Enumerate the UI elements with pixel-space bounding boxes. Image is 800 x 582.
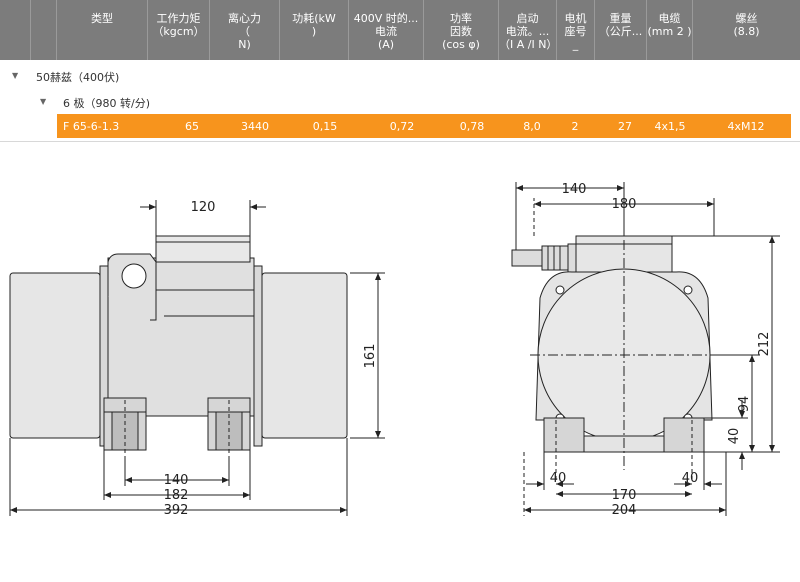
dim-120: 120 bbox=[191, 200, 216, 215]
table-row[interactable]: F 65-6-1.3 65 3440 0,15 0,72 0,78 8,0 2 … bbox=[57, 114, 791, 138]
col-weight[interactable]: 重量 （公斤... bbox=[595, 0, 647, 60]
cell-current: 0,72 bbox=[389, 120, 415, 133]
col-start-current[interactable]: 启动 电流。... （I A /I N） bbox=[499, 0, 557, 60]
dim-204: 204 bbox=[612, 503, 637, 518]
dim-170: 170 bbox=[612, 488, 637, 503]
col-current[interactable]: 400V 时的... 电流 (A) bbox=[349, 0, 424, 60]
cell-cable: 4x1,5 bbox=[654, 120, 686, 133]
col-cable[interactable]: 电缆 (mm 2 ) bbox=[647, 0, 693, 60]
group-row-poles[interactable]: ▼ 6 极（980 转/分) bbox=[0, 88, 800, 115]
group-label: 50赫兹（400伏) bbox=[36, 71, 120, 84]
collapse-triangle-icon[interactable]: ▼ bbox=[12, 71, 19, 80]
group-label: 6 极（980 转/分) bbox=[63, 97, 150, 110]
cell-force: 3440 bbox=[241, 120, 269, 133]
dim-212: 212 bbox=[757, 332, 772, 357]
dim-140-front: 140 bbox=[562, 182, 587, 197]
dim-161: 161 bbox=[363, 344, 378, 369]
col-force[interactable]: 离心力 （ N) bbox=[210, 0, 280, 60]
col-frame[interactable]: 电机 座号 _ bbox=[557, 0, 595, 60]
header-spacer bbox=[0, 0, 31, 60]
dim-140-side: 140 bbox=[164, 473, 189, 488]
table-header: 类型 工作力矩 （kgcm） 离心力 （ N) 功耗(kW ) 400V 时的.… bbox=[0, 0, 800, 60]
collapse-triangle-icon[interactable]: ▼ bbox=[40, 97, 47, 106]
cell-start: 8,0 bbox=[523, 120, 541, 133]
col-type[interactable]: 类型 bbox=[57, 0, 148, 60]
col-powerfactor[interactable]: 功率 因数 (cos φ) bbox=[424, 0, 499, 60]
dim-392: 392 bbox=[164, 503, 189, 518]
cell-pf: 0,78 bbox=[459, 120, 485, 133]
col-screw[interactable]: 螺丝 (8.8) bbox=[733, 12, 760, 38]
col-power[interactable]: 功耗(kW ) bbox=[280, 0, 349, 60]
cell-frame: 2 bbox=[571, 120, 579, 133]
cell-type: F 65-6-1.3 bbox=[63, 120, 120, 133]
front-view: 140 180 212 94 40 40 170 40 bbox=[511, 182, 780, 518]
dim-40-vertical: 40 bbox=[727, 428, 742, 445]
col-torque[interactable]: 工作力矩 （kgcm） bbox=[148, 0, 210, 60]
dim-40-left: 40 bbox=[550, 471, 567, 486]
dim-182: 182 bbox=[164, 488, 189, 503]
cell-weight: 27 bbox=[618, 120, 632, 133]
group-row-frequency[interactable]: ▼ 50赫兹（400伏) bbox=[0, 62, 800, 89]
cell-power: 0,15 bbox=[312, 120, 338, 133]
cell-torque: 65 bbox=[185, 120, 199, 133]
table-divider bbox=[0, 141, 800, 142]
dim-40-right: 40 bbox=[682, 471, 699, 486]
side-view: 120 161 140 182 392 bbox=[9, 200, 385, 518]
header-spacer bbox=[31, 0, 57, 60]
dim-180: 180 bbox=[612, 197, 637, 212]
cell-screw: 4xM12 bbox=[727, 120, 765, 133]
dim-94: 94 bbox=[737, 396, 752, 413]
